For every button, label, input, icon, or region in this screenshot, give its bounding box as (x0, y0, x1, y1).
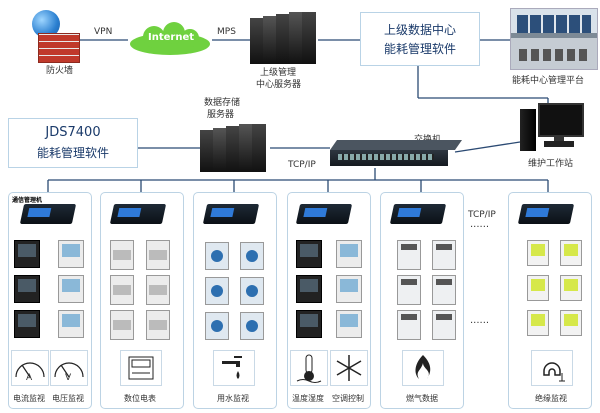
meter-device-icon (432, 310, 456, 340)
meter-device-icon (560, 310, 582, 336)
meter-device-icon (146, 275, 170, 305)
meter-device-icon (58, 310, 84, 338)
upper-data-center-title: 上级数据中心 (383, 23, 456, 37)
meter-device-icon (14, 275, 40, 303)
meter-device-icon (296, 240, 322, 268)
workstation-icon (520, 103, 584, 153)
storage-label-1: 数据存储 (204, 98, 241, 108)
meter-device-icon (397, 240, 421, 270)
meter-device-icon (560, 240, 582, 266)
meter-device-icon (336, 275, 362, 303)
storage-label-2: 服务器 (207, 110, 235, 120)
dots-bottom: ······ (470, 318, 490, 329)
ammeter-box: A (11, 350, 49, 386)
meter-device-icon (336, 310, 362, 338)
management-server-label-2: 中心服务器 (256, 80, 302, 90)
network-switch-icon (330, 140, 463, 168)
aircon-box (330, 350, 368, 386)
gateway-device-icon (19, 204, 77, 224)
label-current: 电流监视 (13, 394, 45, 403)
vpn-label: VPN (94, 27, 113, 37)
internet-label: Internet (148, 32, 195, 43)
label-voltage: 电压监视 (52, 394, 84, 403)
meter-device-icon (397, 310, 421, 340)
meter-device-icon (110, 275, 134, 305)
label-water: 用水监视 (217, 394, 249, 403)
gateway-device-icon (389, 204, 447, 224)
gateway-device-icon (517, 204, 575, 224)
water-faucet-box (213, 350, 255, 386)
voltmeter-box: V (50, 350, 88, 386)
firewall-label: 防火墙 (46, 66, 74, 76)
firewall-icon (38, 33, 80, 63)
digital-meter-box (120, 350, 162, 386)
jds7400-subtitle: 能耗管理软件 (36, 146, 109, 160)
tcpip-label-left: TCP/IP (288, 160, 316, 170)
meter-device-icon (527, 275, 549, 301)
label-gas: 燃气数据 (406, 394, 438, 403)
meter-device-icon (432, 240, 456, 270)
tcpip-label-right: TCP/IP (468, 210, 496, 220)
mps-label: MPS (217, 27, 236, 37)
gateway-device-icon (295, 204, 353, 224)
jds7400-box: JDS7400 能耗管理软件 (8, 118, 138, 168)
meter-device-icon (296, 275, 322, 303)
meter-device-icon (146, 310, 170, 340)
meter-device-icon (560, 275, 582, 301)
label-temp: 温度湿度 (292, 394, 324, 403)
label-digital: 数位电表 (124, 394, 156, 403)
meter-device-icon (58, 275, 84, 303)
upper-data-center-subtitle: 能耗管理软件 (383, 42, 456, 56)
meter-device-icon (296, 310, 322, 338)
gas-flame-box (402, 350, 444, 386)
gateway-label: 通信管理机 (12, 197, 43, 204)
meter-device-icon (14, 310, 40, 338)
meter-device-icon (146, 240, 170, 270)
gateway-device-icon (109, 204, 167, 224)
meter-device-icon (110, 310, 134, 340)
meter-device-icon (397, 275, 421, 305)
platform-label: 能耗中心管理平台 (512, 76, 585, 86)
storage-server-icon (200, 124, 270, 172)
meter-device-icon (240, 312, 264, 340)
management-server-label-1: 上级管理 (260, 68, 297, 78)
meter-device-icon (205, 312, 229, 340)
ammeter-icon: A (26, 373, 33, 383)
meter-device-icon (205, 277, 229, 305)
meter-device-icon (240, 277, 264, 305)
meter-device-icon (58, 240, 84, 268)
upper-data-center-box: 上级数据中心 能耗管理软件 (360, 12, 480, 66)
meter-device-icon (527, 240, 549, 266)
voltmeter-icon: V (65, 373, 72, 383)
meter-device-icon (205, 242, 229, 270)
workstation-label: 维护工作站 (528, 159, 574, 169)
internet-cloud-icon: Internet (128, 22, 212, 56)
insulation-box (531, 350, 573, 386)
meter-device-icon (14, 240, 40, 268)
label-insulation: 绝缘监视 (535, 394, 567, 403)
meter-device-icon (432, 275, 456, 305)
meter-device-icon (336, 240, 362, 268)
control-room-image (510, 8, 598, 70)
management-server-icon (250, 12, 318, 64)
temperature-box (290, 350, 328, 386)
jds7400-title: JDS7400 (45, 125, 101, 140)
dots-top: ······ (470, 222, 490, 233)
label-aircon: 空调控制 (332, 394, 364, 403)
meter-device-icon (110, 240, 134, 270)
meter-device-icon (240, 242, 264, 270)
gateway-device-icon (202, 204, 260, 224)
meter-device-icon (527, 310, 549, 336)
